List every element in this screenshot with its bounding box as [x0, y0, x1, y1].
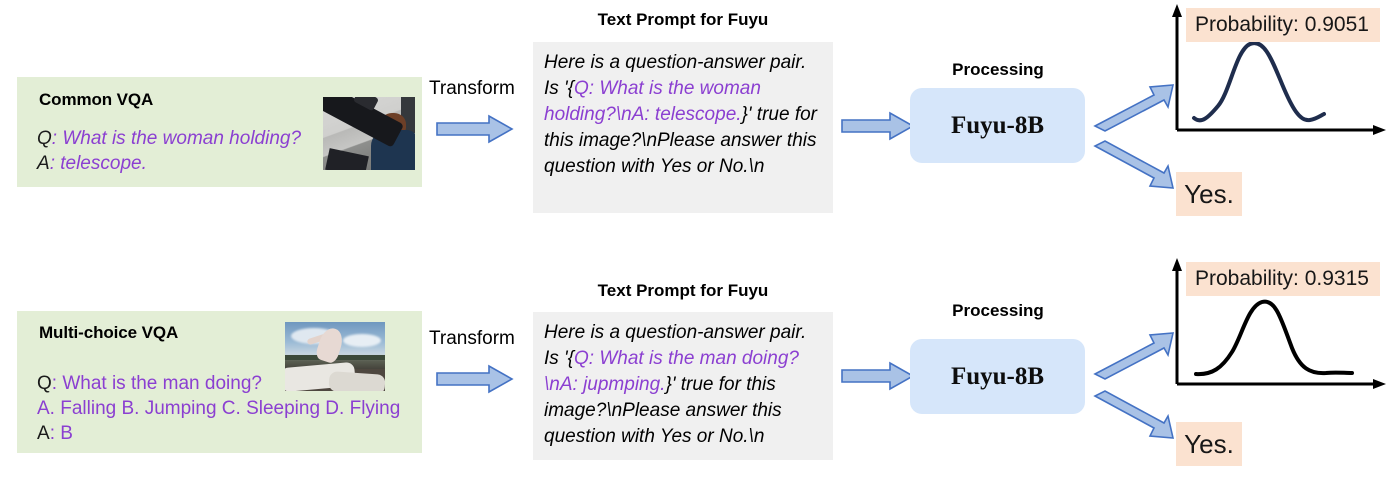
question-label: Q: [37, 373, 52, 394]
probability-label: Probability: 0.9315: [1195, 267, 1369, 290]
prompt-caption-row2: Text Prompt for Fuyu: [597, 281, 769, 300]
arrow-shape: [436, 114, 514, 144]
vqa-sample-title: Common VQA: [39, 90, 154, 109]
prompt-segment-highlight: Q: What is the man doing?\nA: jupmping.: [544, 348, 799, 395]
model-to-chart-arrow-row2: [1093, 330, 1176, 382]
answer-chip-row1: Yes.: [1176, 172, 1242, 216]
probability-label: Probability: 0.9051: [1195, 13, 1369, 36]
probability-chip-row2: Probability: 0.9315: [1186, 262, 1380, 296]
question-text: : What is the man doing?: [51, 373, 262, 394]
chart-y-axis-arrowhead: [1172, 4, 1182, 17]
vqa-question-line: Q: What is the man doing?: [37, 371, 262, 396]
arrow-shape: [1093, 390, 1175, 439]
transform-label-row2: Transform: [429, 328, 515, 349]
prompt-segment-plain: Here is a question-answer pair. Is '{: [544, 52, 807, 99]
model-to-answer-arrow-row2: [1093, 388, 1176, 444]
chart-curve: [1194, 299, 1354, 377]
prompt-box-row2: Here is a question-answer pair. Is '{Q: …: [533, 312, 833, 460]
arrow-shape: [1093, 140, 1175, 189]
answer-chip-row2: Yes.: [1176, 422, 1242, 466]
answer-text: : telescope.: [49, 153, 147, 174]
chart-curve: [1192, 41, 1326, 123]
chart-y-axis-arrowhead: [1172, 258, 1182, 271]
answer-text: : B: [49, 423, 73, 444]
photo-detail: [325, 148, 369, 170]
prompt-caption-row1: Text Prompt for Fuyu: [597, 10, 769, 29]
answer-text: Yes.: [1184, 428, 1234, 459]
prompt-to-model-arrow-row2: [841, 361, 915, 391]
probability-chart-row1: [1168, 2, 1394, 142]
model-to-answer-arrow-row1: [1093, 138, 1176, 194]
chart-x-axis-arrowhead: [1373, 379, 1386, 389]
vqa-sample-title: Multi-choice VQA: [39, 323, 179, 342]
transform-label-row1: Transform: [429, 78, 515, 99]
telescope-photo: [323, 97, 415, 170]
prompt-to-model-arrow-row1: [841, 111, 915, 141]
photo-detail: [343, 334, 381, 347]
vqa-answer-line: A: telescope.: [37, 151, 147, 176]
vqa-sample-box-multichoice: Multi-choice VQA Q: What is the man doin…: [17, 311, 422, 453]
photo-detail: [328, 371, 385, 391]
probability-chart-row2: [1168, 256, 1394, 396]
prompt-segment-highlight: Q: What is the woman holding?\nA: telesc…: [544, 78, 761, 125]
prompt-segment-plain: Here is a question-answer pair. Is '{: [544, 322, 807, 369]
processing-caption-row1: Processing: [952, 60, 1044, 79]
chart-x-axis-arrowhead: [1373, 125, 1386, 135]
processing-caption-row2: Processing: [952, 301, 1044, 320]
jumping-man-photo: [285, 322, 385, 391]
answer-label: A: [37, 153, 50, 174]
prompt-segment-plain: }' true for this image?\nPlease answer t…: [544, 374, 782, 447]
arrow-shape: [1093, 332, 1175, 380]
model-name: Fuyu-8B: [950, 111, 1045, 139]
transform-arrow-row1: [436, 114, 514, 144]
arrow-shape: [841, 361, 915, 391]
vqa-sample-box-common: Common VQA Q: What is the woman holding?…: [17, 77, 422, 187]
probability-chip-row1: Probability: 0.9051: [1186, 8, 1380, 42]
model-to-chart-arrow-row1: [1093, 82, 1176, 134]
vqa-answer-line: A: B: [37, 421, 73, 446]
model-name: Fuyu-8B: [950, 362, 1045, 390]
model-box-row1: Fuyu-8B: [910, 88, 1085, 163]
model-box-row2: Fuyu-8B: [910, 339, 1085, 414]
vqa-choices-line: A. Falling B. Jumping C. Sleeping D. Fly…: [37, 398, 401, 419]
question-text: : What is the woman holding?: [51, 128, 302, 149]
prompt-box-row1: Here is a question-answer pair. Is '{Q: …: [533, 42, 833, 213]
arrow-shape: [841, 111, 915, 141]
transform-arrow-row2: [436, 364, 514, 394]
answer-text: Yes.: [1184, 178, 1234, 209]
answer-label: A: [37, 423, 50, 444]
prompt-segment-plain: }' true for this image?\nPlease answer t…: [544, 104, 817, 177]
arrow-shape: [436, 364, 514, 394]
vqa-question-line: Q: What is the woman holding?: [37, 126, 301, 151]
arrow-shape: [1093, 84, 1175, 132]
question-label: Q: [37, 128, 52, 149]
